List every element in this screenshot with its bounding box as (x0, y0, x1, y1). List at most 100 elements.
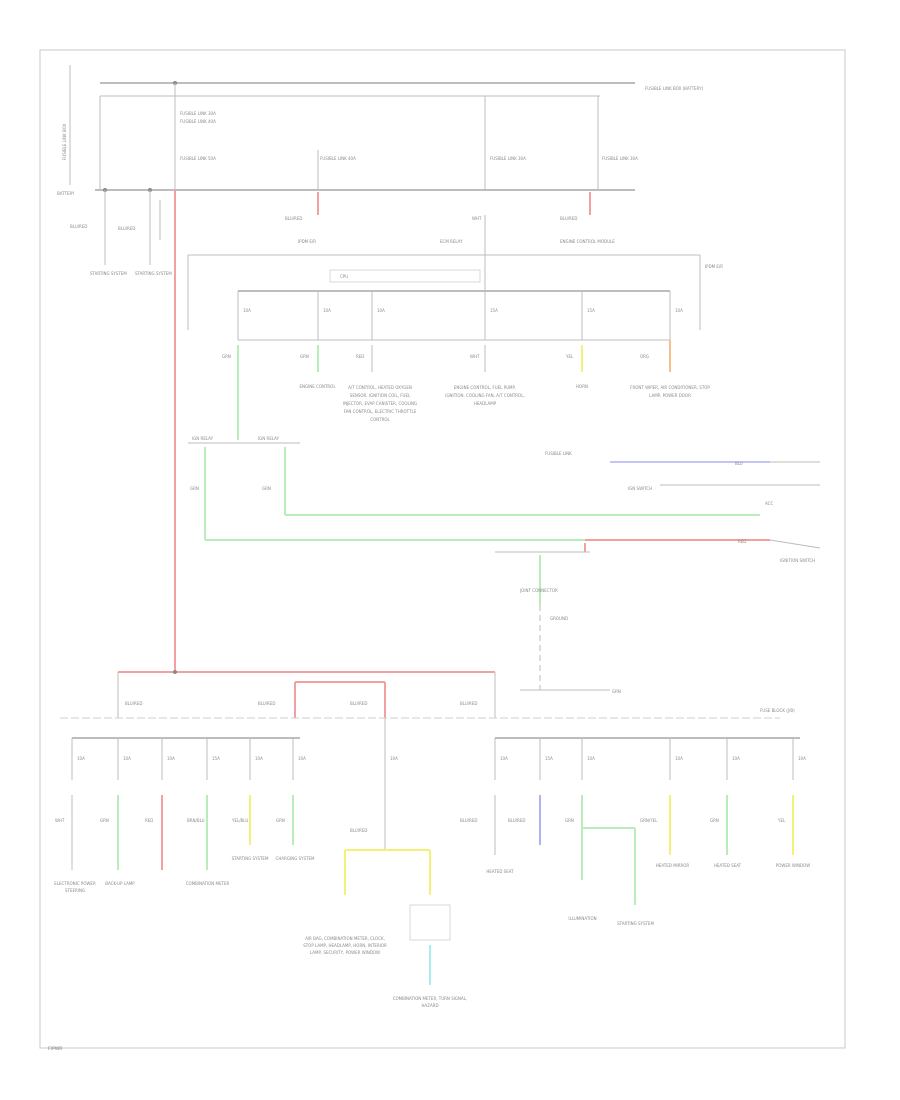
ipdm-fuse-6: 10A (675, 308, 683, 313)
jb-dest-3: COMBINATION METER (185, 881, 230, 886)
ground-label-1: STARTING SYSTEM (90, 271, 127, 276)
ipdm-dest-2: A/T CONTROL, HEATED OXYGEN SENSOR, IGNIT… (342, 385, 418, 422)
fuse-row-3: FUSIBLE LINK 30A (490, 156, 526, 161)
jb-fuse-1: 10A (77, 756, 85, 761)
jb-dest-13: POWER WINDOW (775, 863, 811, 868)
bottom-fuse-block: BLU/RED BLU/RED BLU/RED BLU/RED FUSE BLO… (54, 701, 811, 1008)
svg-text:YEL: YEL (777, 818, 786, 823)
ipdm-fuse-1: 10A (243, 308, 251, 313)
svg-text:GRN: GRN (710, 818, 719, 823)
battery-side-text: FUSIBLE LINK BOX (62, 123, 67, 160)
fuse-row-4: FUSIBLE LINK 30A (602, 156, 638, 161)
bottom-block-title: FUSE BLOCK (J/B) (760, 708, 795, 713)
relay-label-2: ECM RELAY (440, 239, 463, 244)
jb-dest-2: BACK-UP LAMP (105, 881, 135, 886)
ipdm-fuse-2: 10A (323, 308, 331, 313)
jb-dest-8: COMBINATION METER, TURN SIGNAL, HAZARD (392, 996, 468, 1008)
jb-fuse-5: 10A (255, 756, 263, 761)
svg-text:BRN/BLU: BRN/BLU (187, 818, 205, 823)
svg-text:WHT: WHT (470, 354, 480, 359)
ipdm-title: IPDM E/R (705, 264, 723, 269)
wire-label-a: BLU/RED (70, 224, 87, 229)
fuse-block-title: FUSIBLE LINK BOX (BATTERY) (645, 86, 704, 91)
ipdm-dest-5: FRONT WIPER, AIR CONDITIONER, STOP LAMP,… (630, 385, 710, 398)
svg-text:GRN: GRN (276, 818, 285, 823)
svg-text:GRN: GRN (100, 818, 109, 823)
ipdm-dest-3: ENGINE CONTROL, FUEL PUMP, IGNITION, COO… (445, 385, 525, 406)
ipdm-fuse-3: 10A (377, 308, 385, 313)
jb-dest-4: STARTING SYSTEM (231, 856, 269, 861)
ipdm-block: IPDM E/R CPU 10A 10A 10A 15A 15A 10A GRN… (187, 254, 723, 440)
jb-fuse-9: 15A (545, 756, 553, 761)
svg-text:WHT: WHT (472, 216, 482, 221)
svg-text:GRN: GRN (262, 486, 271, 491)
jb-fuse-11: 10A (675, 756, 683, 761)
svg-text:GRN: GRN (565, 818, 574, 823)
fuse-top-1: FUSIBLE LINK 30A (180, 111, 216, 116)
joint-label: JOINT CONNECTOR (519, 588, 558, 593)
svg-text:GRN: GRN (612, 689, 621, 694)
svg-text:YEL: YEL (565, 354, 574, 359)
ipdm-fuse-4: 15A (490, 308, 498, 313)
svg-text:BLU/RED: BLU/RED (460, 818, 477, 823)
svg-text:BLU/RED: BLU/RED (118, 226, 135, 231)
jb-fuse-8: 10A (500, 756, 508, 761)
relay-label-1: IPDM E/R (298, 239, 316, 244)
jb-dest-9: ILLUMINATION (568, 916, 597, 921)
jb-dest-5: CHARGING SYSTEM (275, 856, 315, 861)
diagram-frame (39, 49, 846, 1049)
jb-fuse-7: 10A (390, 756, 398, 761)
svg-text:BLU/RED: BLU/RED (460, 701, 477, 706)
svg-text:BLU/RED: BLU/RED (350, 828, 367, 833)
svg-text:BLU/RED: BLU/RED (350, 701, 367, 706)
ground-label: GROUND (550, 616, 568, 621)
jb-dest-10: STARTING SYSTEM (617, 921, 654, 926)
ipdm-cpu: CPU (340, 274, 348, 279)
svg-text:BLU/RED: BLU/RED (125, 701, 142, 706)
ground-label-2: STARTING SYSTEM (135, 271, 172, 276)
jb-fuse-6: 10A (298, 756, 306, 761)
ipdm-dest-1: ENGINE CONTROL (299, 384, 336, 389)
relay-b: IGN RELAY (258, 436, 280, 441)
jb-dest-11: HEATED MIRROR (655, 863, 690, 868)
fuse-row-2: FUSIBLE LINK 40A (320, 156, 356, 161)
ipdm-fuse-5: 15A (587, 308, 595, 313)
frame-label: F/PWR (48, 1046, 62, 1052)
jb-fuse-13: 10A (798, 756, 806, 761)
svg-text:WHT: WHT (55, 818, 65, 823)
svg-text:BLU/RED: BLU/RED (560, 216, 577, 221)
jb-dest-7: AIR BAG, COMBINATION METER, CLOCK, STOP … (303, 936, 387, 955)
svg-text:ORG: ORG (640, 354, 649, 359)
jb-dest-1: ELECTRONIC POWER STEERING (54, 881, 96, 893)
svg-text:BLU/RED: BLU/RED (258, 701, 275, 706)
right-label-1: FUSIBLE LINK (545, 451, 572, 456)
svg-text:GRN: GRN (190, 486, 199, 491)
jb-fuse-4: 15A (212, 756, 220, 761)
svg-text:RED: RED (145, 818, 153, 823)
jb-fuse-3: 10A (167, 756, 175, 761)
svg-text:YEL/BLU: YEL/BLU (231, 818, 248, 823)
svg-text:RED: RED (738, 539, 746, 544)
relay-label-3: ENGINE CONTROL MODULE (560, 239, 615, 244)
battery-label: BATTERY (57, 191, 75, 196)
jb-dest-6: HEATED SEAT (486, 869, 514, 874)
svg-text:BLU/RED: BLU/RED (285, 216, 302, 221)
jb-fuse-2: 10A (123, 756, 131, 761)
top-fuse-block: BATTERY FUSIBLE LINK BOX FUSIBLE LINK BO… (57, 65, 704, 290)
jb-dest-12: HEATED SEAT (713, 863, 742, 868)
right-label-3: ACC (765, 501, 773, 506)
svg-text:BLU/RED: BLU/RED (508, 818, 525, 823)
svg-text:GRN/YEL: GRN/YEL (640, 818, 658, 823)
svg-text:BLU: BLU (735, 461, 743, 466)
fuse-row-1: FUSIBLE LINK 50A (180, 156, 216, 161)
right-label-2: IGN SWITCH (628, 486, 652, 491)
svg-text:GRN: GRN (300, 354, 309, 359)
relay-section: IGN RELAY IGN RELAY GRN GRN BLU RED FUSI… (188, 436, 821, 694)
jb-fuse-10: 10A (587, 756, 595, 761)
jb-fuse-12: 10A (732, 756, 740, 761)
relay-a: IGN RELAY (192, 436, 214, 441)
svg-text:FUSIBLE LINK 40A: FUSIBLE LINK 40A (180, 119, 216, 124)
ignition-label: IGNITION SWITCH (780, 558, 815, 563)
ipdm-dest-4: HORN (576, 384, 588, 389)
